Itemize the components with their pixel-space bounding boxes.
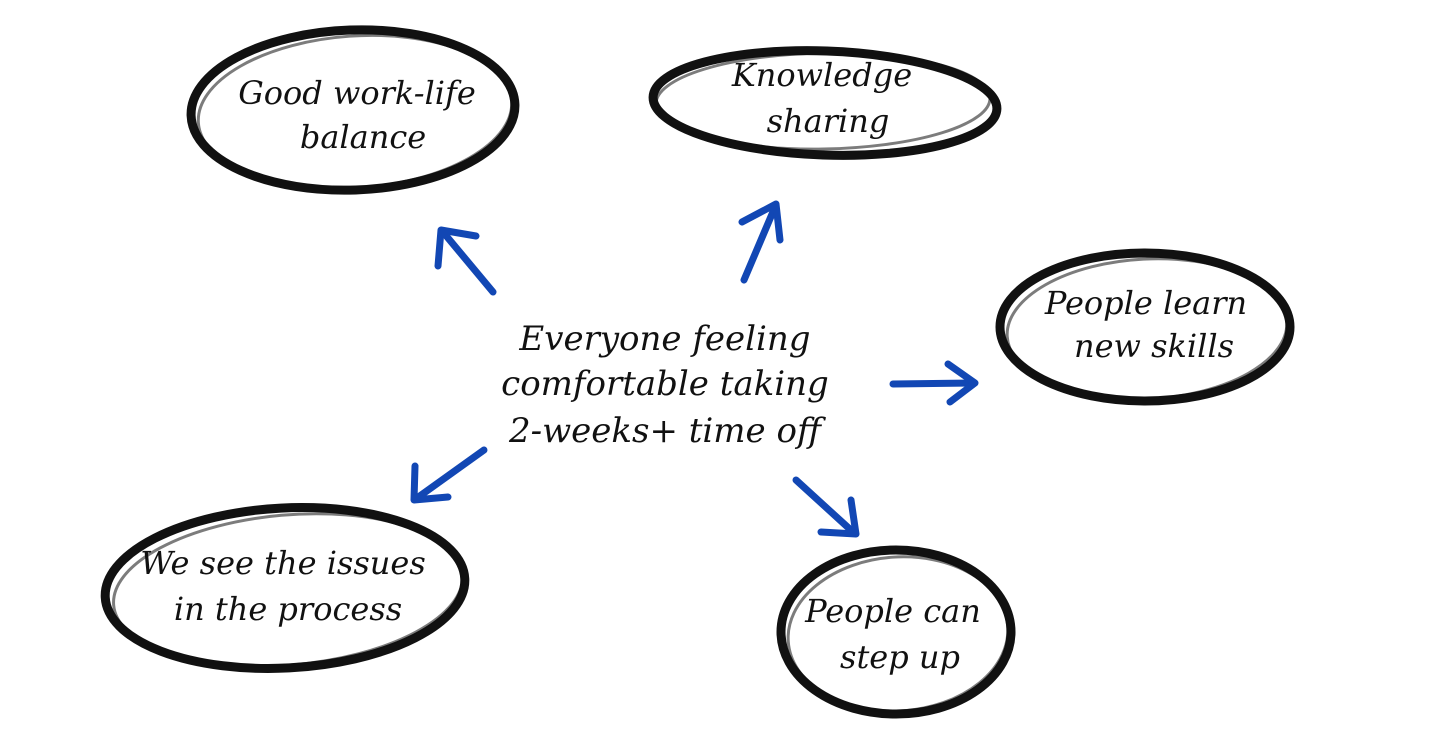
outcome-ellipse-stroke: [196, 33, 514, 191]
outcome-see-issues: We see the issues in the process: [100, 503, 470, 673]
outcome-knowledge-sharing: Knowledge sharing: [648, 46, 1002, 160]
arrow-to-work-life-balance: [434, 226, 497, 296]
outcome-label-line-1: We see the issues: [140, 544, 425, 582]
central-idea-line-3: 2-weeks+ time off: [508, 411, 826, 451]
outcome-step-up: People can step up: [776, 545, 1016, 719]
arrow-head: [738, 200, 784, 244]
arrow-to-step-up: [792, 476, 860, 538]
outcome-ellipse: [648, 46, 1002, 160]
outcome-ellipse: [995, 248, 1295, 406]
arrow-shaft: [740, 203, 779, 284]
arrow-head: [434, 226, 480, 270]
outcome-label-line-2: balance: [300, 118, 426, 156]
arrow-shaft: [413, 446, 488, 502]
central-idea: Everyone feeling comfortable taking 2-we…: [501, 319, 829, 451]
outcome-ellipse-stroke: [654, 51, 992, 151]
central-idea-line-1: Everyone feeling: [518, 319, 810, 359]
arrow-to-learn-new-skills: [889, 360, 979, 406]
outcome-label-line-1: People can: [804, 592, 981, 630]
outcome-label-line-1: People learn: [1044, 284, 1247, 322]
outcome-ellipse-stroke: [112, 512, 464, 668]
arrow-to-knowledge-sharing: [738, 200, 784, 284]
outcome-label-line-2: new skills: [1074, 327, 1234, 365]
outcome-ellipse-stroke: [1005, 257, 1289, 401]
arrow-head: [944, 360, 979, 406]
outcome-label-line-1: Knowledge: [731, 56, 912, 94]
outcome-label-line-1: Good work-life: [238, 74, 476, 112]
arrow-shaft: [439, 228, 497, 296]
central-idea-line-2: comfortable taking: [501, 364, 829, 404]
outcome-work-life-balance: Good work-life balance: [186, 25, 520, 195]
outcome-ellipse: [776, 545, 1016, 719]
arrow-head: [410, 462, 452, 504]
outcome-ellipse: [186, 25, 520, 195]
outcome-ellipse: [100, 503, 470, 673]
outcome-learn-new-skills: People learn new skills: [995, 248, 1295, 406]
arrow-head: [817, 496, 860, 538]
arrow-shaft: [792, 476, 857, 536]
arrow-shaft: [889, 379, 977, 388]
outcome-label-line-2: step up: [840, 638, 960, 676]
arrow-to-see-issues: [410, 446, 488, 504]
outcome-label-line-2: in the process: [174, 590, 402, 628]
outcome-ellipse-stroke: [786, 555, 1010, 713]
outcome-label-line-2: sharing: [767, 102, 890, 140]
